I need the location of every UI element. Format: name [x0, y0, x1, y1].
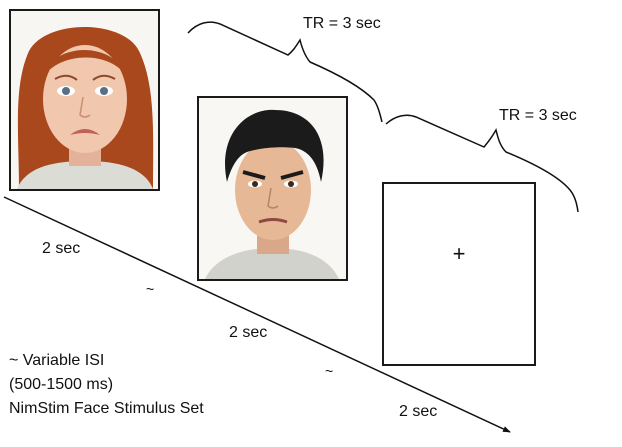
fixation-cross: +	[452, 241, 466, 266]
legend-isi-range: (500-1500 ms)	[9, 376, 114, 393]
duration-label-1: 2 sec	[42, 240, 81, 257]
fixation-frame: +	[382, 182, 536, 366]
sad-female-face-photo	[11, 11, 158, 189]
tr-brace-1	[187, 21, 383, 123]
duration-label-2: 2 sec	[229, 324, 268, 341]
isi-tilde-1: ~	[146, 281, 155, 297]
legend-variable-isi: ~ Variable ISI	[9, 352, 105, 369]
stimulus-frame-angry-face	[197, 96, 348, 281]
tr-label-1: TR = 3 sec	[303, 15, 381, 32]
tr-brace-2	[385, 114, 579, 213]
legend-stimulus-set: NimStim Face Stimulus Set	[9, 400, 204, 417]
isi-tilde-2: ~	[325, 363, 334, 379]
duration-label-3: 2 sec	[399, 403, 438, 420]
time-axis-arrow	[3, 196, 511, 433]
tr-label-2: TR = 3 sec	[499, 107, 577, 124]
angry-male-face-photo	[199, 98, 346, 279]
stimulus-frame-sad-face	[9, 9, 160, 191]
